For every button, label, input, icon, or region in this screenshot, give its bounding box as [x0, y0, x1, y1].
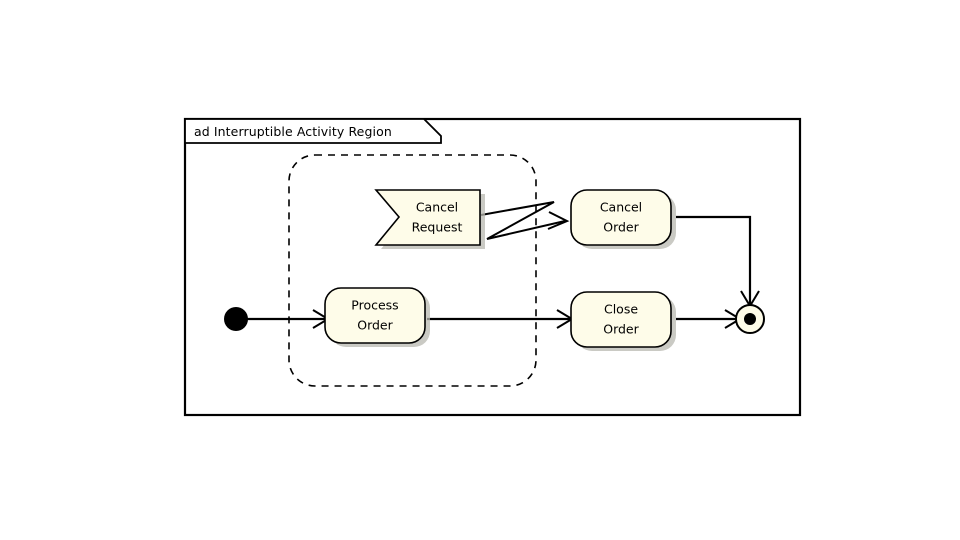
cancel-request-body[interactable] — [374, 189, 481, 246]
cancel-request-label-line2: Request — [412, 220, 463, 235]
node-cancel-request[interactable]: Cancel Request — [374, 189, 485, 249]
close-order-body[interactable] — [570, 291, 672, 348]
edge-process-order-to-close-order[interactable] — [427, 309, 574, 329]
node-initial[interactable] — [224, 307, 248, 331]
cancel-order-label-line1: Cancel — [600, 200, 642, 215]
close-order-label-line1: Close — [604, 302, 638, 317]
edge-interrupting-arrowhead — [547, 211, 570, 230]
cancel-request-label-line1: Cancel — [416, 200, 458, 215]
node-cancel-order[interactable]: Cancel Order — [570, 189, 676, 249]
edge-cancel-order-to-final[interactable] — [676, 215, 760, 308]
edge-close-order-to-final[interactable] — [676, 309, 742, 329]
frame-border-rect — [183, 117, 802, 417]
frame-title-label: ad Interruptible Activity Region — [194, 124, 392, 139]
edge-cancel-request-to-cancel-order[interactable] — [480, 201, 570, 240]
edge-layer — [247, 201, 760, 329]
close-order-label-line2: Order — [603, 322, 639, 337]
process-order-body[interactable] — [324, 287, 426, 344]
edge-cancel-order-to-final-line — [676, 215, 752, 306]
process-order-label-line2: Order — [357, 318, 393, 333]
diagram-frame: ad Interruptible Activity Region — [183, 117, 802, 417]
node-final[interactable] — [735, 304, 765, 334]
region-dashed-boundary[interactable] — [288, 154, 537, 387]
edge-initial-to-process-order[interactable] — [247, 309, 330, 329]
process-order-label-line1: Process — [351, 298, 398, 313]
frame-title-tab — [184, 118, 442, 144]
cancel-order-label-line2: Order — [603, 220, 639, 235]
cancel-order-body[interactable] — [570, 189, 672, 246]
node-close-order[interactable]: Close Order — [570, 291, 676, 351]
final-node-dot — [744, 313, 756, 325]
initial-node-circle[interactable] — [224, 307, 248, 331]
node-process-order[interactable]: Process Order — [324, 287, 430, 347]
edge-interrupting-zigzag — [480, 201, 566, 240]
interruptible-activity-region[interactable] — [288, 154, 537, 387]
